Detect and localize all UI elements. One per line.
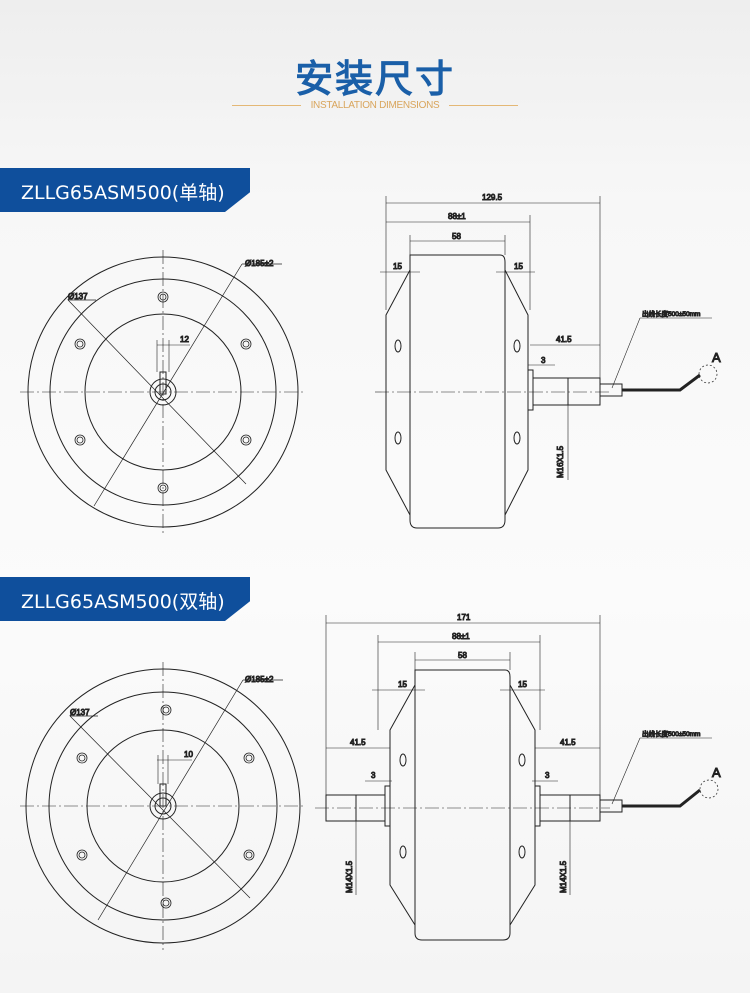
side-view-single bbox=[375, 196, 718, 529]
page-subtitle: INSTALLATION DIMENSIONS bbox=[310, 99, 440, 111]
divider bbox=[449, 104, 518, 106]
dim-inner-length: 58 bbox=[452, 232, 461, 241]
dim-step-left: 3 bbox=[371, 771, 376, 780]
model-banner-single-shaft: ZLLG65ASM500(单轴) bbox=[0, 168, 250, 212]
dim-flange-right: 15 bbox=[518, 680, 527, 689]
dim-step-right: 3 bbox=[545, 771, 550, 780]
dim-thread-left: M14X1.5 bbox=[345, 860, 354, 893]
divider bbox=[232, 104, 301, 106]
dim-flange-left: 15 bbox=[393, 262, 402, 271]
dim-outer-diameter: Ø185±2 bbox=[245, 675, 274, 684]
dim-shaft-length: 41.5 bbox=[556, 335, 572, 344]
cable-length-note: 出线长度500±50mm bbox=[642, 309, 700, 318]
dim-flange-right: 15 bbox=[514, 262, 523, 271]
model-label: ZLLG65ASM500(单轴) bbox=[21, 182, 225, 204]
dim-shaft-left: 41.5 bbox=[350, 738, 366, 747]
model-label: ZLLG65ASM500(双轴) bbox=[21, 591, 225, 613]
detail-label: A bbox=[712, 350, 721, 365]
dim-body-length: 88±1 bbox=[452, 632, 470, 641]
dim-flange-left: 15 bbox=[398, 680, 407, 689]
model-banner-double-shaft: ZLLG65ASM500(双轴) bbox=[0, 577, 250, 621]
dim-total-length: 129.5 bbox=[482, 193, 503, 202]
page-title: 安装尺寸 bbox=[294, 57, 455, 101]
subtitle-row: INSTALLATION DIMENSIONS bbox=[232, 98, 518, 112]
dim-inner-length: 58 bbox=[458, 651, 467, 660]
front-view-single bbox=[20, 250, 306, 534]
front-view-double bbox=[20, 662, 306, 950]
dim-body-length: 88±1 bbox=[448, 212, 466, 221]
dim-bolt-diameter: Ø137 bbox=[68, 292, 88, 301]
dim-key-width: 10 bbox=[184, 750, 193, 759]
dim-thread-right: M14X1.5 bbox=[559, 860, 568, 893]
detail-label: A bbox=[712, 765, 721, 780]
side-view-double bbox=[315, 615, 719, 941]
dim-key-width: 12 bbox=[180, 335, 189, 344]
dim-thread: M16X1.5 bbox=[556, 445, 565, 478]
dim-bolt-diameter: Ø137 bbox=[70, 708, 90, 717]
dim-outer-diameter: Ø185±2 bbox=[245, 259, 274, 268]
dim-shaft-right: 41.5 bbox=[560, 738, 576, 747]
cable-length-note: 出线长度500±50mm bbox=[642, 729, 700, 738]
dim-total-length: 171 bbox=[457, 613, 471, 622]
dim-step: 3 bbox=[541, 356, 546, 365]
